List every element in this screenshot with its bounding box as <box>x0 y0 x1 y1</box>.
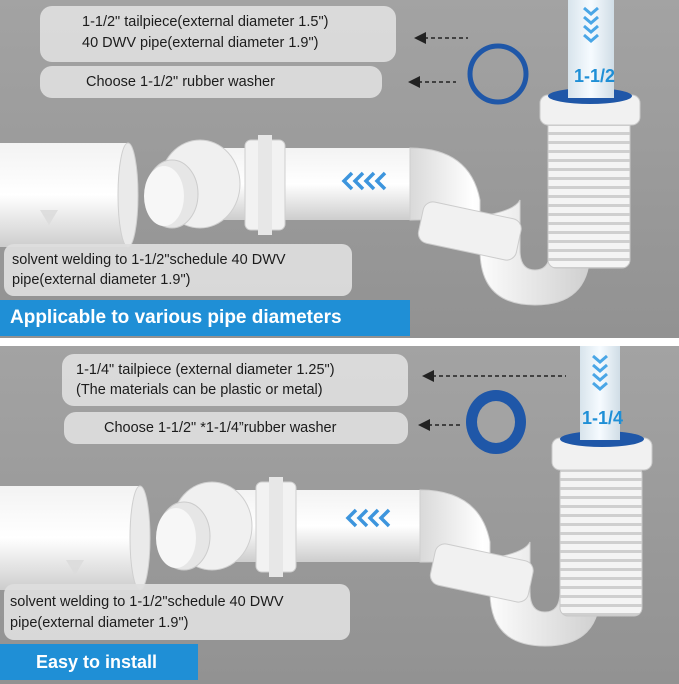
weld-line-2: pipe(external diameter 1.9") <box>10 615 189 631</box>
size-label: 1-1/2 <box>574 66 616 86</box>
flow-chevrons-icon <box>583 6 599 43</box>
weld-line-1: solvent welding to 1-1/2"schedule 40 DWV <box>12 252 286 268</box>
rubber-washer-icon <box>467 43 529 105</box>
weld-line-2: pipe(external diameter 1.9") <box>12 272 191 288</box>
tailpiece <box>568 0 614 98</box>
weld-spec-label: solvent welding to 1-1/2"schedule 40 DWV… <box>4 584 350 640</box>
tailpiece-line-1: 1-1/2" tailpiece(external diameter 1.5") <box>82 14 329 30</box>
tailpiece-spec-label: 1-1/4" tailpiece (external diameter 1.25… <box>62 354 408 406</box>
weld-line-1: solvent welding to 1-1/2"schedule 40 DWV <box>10 594 284 610</box>
panel-bottom: 1-1/4" tailpiece (external diameter 1.25… <box>0 346 679 684</box>
arrow-left-icon <box>418 370 566 431</box>
washer-choice-text: Choose 1-1/2" *1-1/4”rubber washer <box>104 420 337 436</box>
flow-chevrons-icon <box>592 354 608 391</box>
arrow-left-icon <box>408 32 468 88</box>
flow-chevrons-icon <box>345 508 391 528</box>
flow-chevrons-icon <box>341 171 387 191</box>
dwv-pipe <box>0 142 139 248</box>
feature-banner: Easy to install <box>0 644 198 680</box>
tailpiece-line-2: 40 DWV pipe(external diameter 1.9") <box>82 35 319 51</box>
tailpiece-line-1: 1-1/4" tailpiece (external diameter 1.25… <box>76 362 335 378</box>
panel-top: 1-1/2" tailpiece(external diameter 1.5")… <box>0 0 679 338</box>
tailpiece-spec-label: 1-1/2" tailpiece(external diameter 1.5")… <box>40 6 396 62</box>
flex-ribbed-section <box>547 117 631 269</box>
weld-spec-label: solvent welding to 1-1/2"schedule 40 DWV… <box>4 244 352 296</box>
washer-choice-label: Choose 1-1/2" *1-1/4”rubber washer <box>64 412 408 444</box>
washer-choice-label: Choose 1-1/2" rubber washer <box>40 66 382 98</box>
tailpiece-line-2: (The materials can be plastic or metal) <box>76 382 323 398</box>
p-trap-illustration-bottom <box>0 346 653 647</box>
feature-banner: Applicable to various pipe diameters <box>0 300 410 336</box>
size-label: 1-1/4 <box>582 408 624 428</box>
dwv-pipe <box>0 485 151 591</box>
flex-ribbed-section <box>559 465 643 617</box>
washer-choice-text: Choose 1-1/2" rubber washer <box>86 74 275 90</box>
trap-arm <box>156 477 601 647</box>
p-trap-illustration-top <box>0 0 641 306</box>
